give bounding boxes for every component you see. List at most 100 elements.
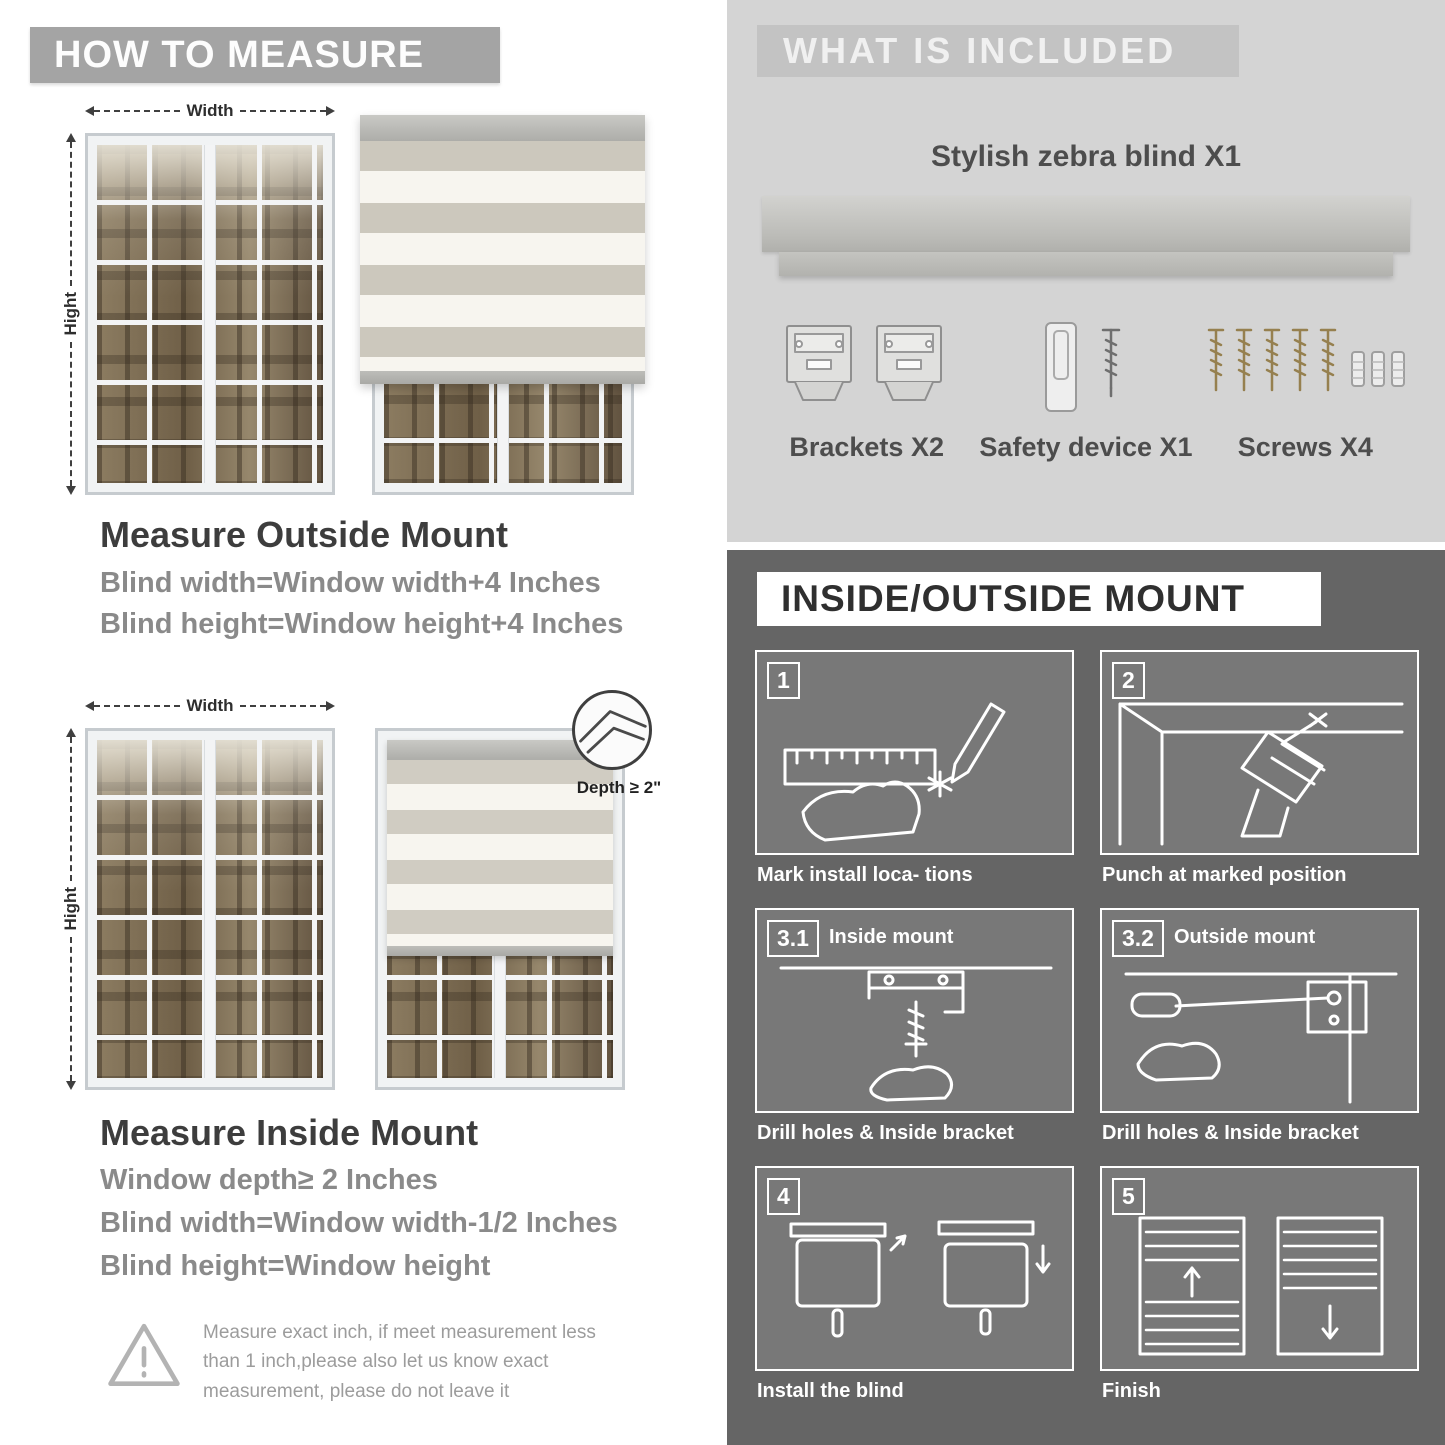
outside-mount-title: Measure Outside Mount [100, 514, 509, 555]
included-parts-row: Brackets X2 Safety device X1 [757, 318, 1415, 463]
step-1: 1 Mark install loca- tions [755, 650, 1074, 908]
inside-mount-depth-rule: Window depth≥ 2 Inches [100, 1164, 438, 1196]
height-label: Hight [61, 887, 80, 931]
window-illustration [85, 133, 335, 495]
inside-mount-formula-height: Blind height=Window height [100, 1250, 491, 1282]
step-4-illustration [789, 1220, 1051, 1338]
blind-headrail [387, 740, 613, 760]
window-center-bar [205, 145, 215, 483]
part-label: Brackets X2 [789, 432, 944, 462]
step-1-illustration [783, 702, 1006, 842]
part-brackets: Brackets X2 [757, 318, 976, 463]
inside-mount-diagram: Width Hight [60, 690, 680, 1110]
inside-mounted-blind-illustration [375, 728, 625, 1090]
step-4: 4 Install the b [755, 1166, 1074, 1424]
depth-callout: Depth ≥ 2" [558, 690, 680, 798]
inside-mount-formula-width: Blind width=Window width-1/2 Inches [100, 1207, 618, 1239]
arrow-right-icon [326, 106, 335, 116]
arrow-down-icon [66, 1081, 76, 1090]
step-title: Inside mount [829, 926, 954, 948]
blind-stripes [387, 760, 613, 946]
warning-triangle-icon [108, 1323, 180, 1387]
step-panel: 5 [1100, 1166, 1419, 1371]
width-arrow: Width [85, 696, 335, 715]
step-number: 3.1 [767, 920, 819, 957]
blind-stripes [360, 141, 645, 371]
outside-mount-diagram: Width Hight [60, 95, 680, 507]
how-to-measure-title: HOW TO MEASURE [54, 33, 425, 76]
blind-headrail [360, 115, 645, 141]
step-3-2-illustration [1124, 972, 1398, 1104]
step-number: 2 [1112, 662, 1145, 699]
what-is-included-title: WHAT IS INCLUDED [783, 30, 1177, 71]
frame-corner-icon [579, 710, 647, 754]
step-panel: 2 [1100, 650, 1419, 855]
window-glass [97, 145, 323, 483]
step-5-illustration [1138, 1216, 1384, 1356]
arrow-line [70, 936, 72, 1081]
inside-outside-mount-banner: INSIDE/OUTSIDE MOUNT [757, 572, 1321, 626]
step-panel: 3.1 Inside mount [755, 908, 1074, 1113]
warning-text: Measure exact inch, if meet measurement … [203, 1322, 596, 1402]
how-to-measure-banner: HOW TO MEASURE [30, 27, 500, 83]
measurement-warning: Measure exact inch, if meet measurement … [105, 1318, 635, 1406]
zebra-blind-illustration [387, 740, 613, 956]
step-3-1-illustration [779, 966, 1053, 1102]
height-arrow: Hight [61, 728, 80, 1090]
step-panel: 3.2 Outside mount [1100, 908, 1419, 1113]
inside-outside-mount-title: INSIDE/OUTSIDE MOUNT [781, 578, 1246, 619]
arrow-up-icon [66, 133, 76, 142]
step-caption: Install the blind [757, 1380, 904, 1402]
what-is-included-banner: WHAT IS INCLUDED [757, 25, 1239, 77]
blind-bottom-rail [387, 946, 613, 956]
window-glass [97, 740, 323, 1078]
step-caption: Mark install loca- tions [757, 864, 973, 886]
arrow-left-icon [85, 106, 94, 116]
arrow-right-icon [326, 701, 335, 711]
step-3-2: 3.2 Outside mount Drill holes & Ins [1100, 908, 1419, 1166]
part-label: Screws X4 [1237, 432, 1373, 462]
width-arrow: Width [85, 101, 335, 120]
outside-mount-formula-height: Blind height=Window height+4 Inches [100, 608, 624, 640]
arrow-line [239, 110, 326, 112]
step-title: Outside mount [1174, 926, 1316, 948]
step-5: 5 Finish [1100, 1166, 1419, 1424]
arrow-line [239, 705, 326, 707]
arrow-up-icon [66, 728, 76, 737]
headrail-valance [779, 252, 1393, 276]
width-label: Width [186, 101, 234, 120]
mount-steps-section: INSIDE/OUTSIDE MOUNT 1 [727, 550, 1445, 1445]
arrow-line [70, 737, 72, 882]
zebra-blind-illustration [360, 115, 645, 384]
step-caption: Drill holes & Inside bracket [757, 1122, 1014, 1144]
part-label: Safety device X1 [979, 432, 1193, 462]
outside-mounted-blind-illustration [360, 115, 645, 497]
step-number: 5 [1112, 1178, 1145, 1215]
step-caption: Drill holes & Inside bracket [1102, 1122, 1359, 1144]
height-arrow: Hight [61, 133, 80, 495]
screws-icon [1208, 328, 1406, 392]
brackets-icon [785, 325, 942, 401]
part-screws: Screws X4 [1196, 318, 1415, 463]
arrow-line [94, 110, 181, 112]
step-2: 2 Punch at marked position [1100, 650, 1419, 908]
width-label: Width [186, 696, 234, 715]
window-illustration [85, 728, 335, 1090]
arrow-line [70, 341, 72, 486]
blind-bottom-rail [360, 371, 645, 384]
step-caption: Finish [1102, 1380, 1161, 1402]
inside-mount-title: Measure Inside Mount [100, 1112, 479, 1153]
step-panel: 4 [755, 1166, 1074, 1371]
window-center-bar [205, 740, 215, 1078]
step-number: 1 [767, 662, 800, 699]
step-3-1: 3.1 Inside mount Drill holes & Insi [755, 908, 1074, 1166]
step-caption: Punch at marked position [1102, 864, 1347, 886]
depth-label: Depth ≥ 2" [576, 778, 662, 797]
part-safety-device: Safety device X1 [976, 318, 1195, 463]
step-number: 3.2 [1112, 920, 1164, 957]
arrow-line [70, 142, 72, 287]
what-is-included-section: WHAT IS INCLUDED Stylish zebra blind X1 [727, 0, 1445, 542]
depth-zoom-circle-icon [572, 690, 652, 770]
headrail-illustration [762, 196, 1410, 252]
